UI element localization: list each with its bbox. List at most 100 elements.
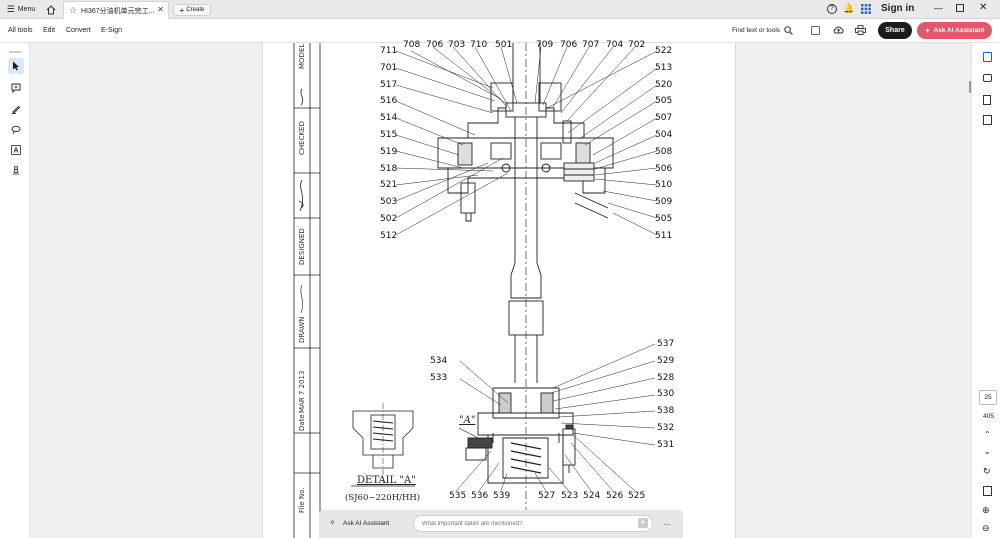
part-number-right_lower-6: 531 — [657, 439, 675, 450]
part-number-bottom_labels-7: 525 — [628, 491, 646, 501]
title-block-designed: DESIGNED — [298, 228, 306, 265]
part-number-top_labels-4: 501 — [495, 40, 513, 50]
part-number-top_labels-8: 704 — [606, 40, 624, 50]
page-number-box[interactable]: 25 — [979, 390, 997, 405]
comments-icon[interactable] — [983, 74, 992, 82]
title-block-date: Date — [298, 414, 306, 431]
part-number-left_upper-10: 502 — [380, 214, 398, 224]
part-number-left_lower-0: 534 — [430, 356, 448, 366]
home-icon — [46, 4, 56, 14]
send-icon[interactable]: ➤ — [638, 518, 648, 528]
part-number-left_upper-8: 521 — [380, 180, 398, 191]
pdf-page: MODEL CHECKED DESIGNED DRAWN Date File N… — [262, 40, 736, 538]
search-icon[interactable] — [784, 26, 793, 35]
bookmark-icon[interactable] — [983, 95, 991, 105]
part-number-bottom_labels-4: 523 — [561, 491, 579, 501]
scroll-indicator[interactable] — [969, 81, 971, 93]
part-number-bottom_labels-1: 536 — [471, 491, 489, 501]
share-button[interactable]: Share — [878, 22, 912, 39]
part-number-right_lower-4: 538 — [657, 406, 675, 417]
title-block-checked: CHECKED — [298, 121, 306, 155]
page-up-icon[interactable]: ⌃ — [984, 430, 991, 439]
part-number-left_upper-9: 503 — [380, 197, 398, 208]
part-number-right_upper-10: 505 — [655, 214, 673, 224]
part-number-right_upper-8: 510 — [655, 180, 673, 191]
select-tool-button[interactable] — [8, 58, 24, 74]
part-number-left_upper-11: 512 — [380, 230, 398, 241]
page-thumbnails-icon[interactable] — [983, 115, 992, 125]
draw-lasso-icon[interactable] — [11, 125, 21, 135]
all-tools-menu[interactable]: All tools — [8, 27, 33, 34]
part-number-left_upper-7: 518 — [380, 163, 398, 174]
left-tool-rail — [0, 43, 30, 538]
part-number-right_upper-4: 507 — [655, 113, 673, 124]
part-number-right_upper-6: 508 — [655, 146, 673, 157]
help-icon[interactable]: ? — [827, 4, 837, 14]
zoom-out-icon[interactable]: ⊖ — [982, 523, 990, 533]
document-tab[interactable]: ☆ HI367分油机单元完工... ✕ — [63, 1, 169, 19]
maximize-icon[interactable] — [956, 4, 964, 12]
part-number-top_labels-0: 708 — [403, 40, 421, 50]
star-icon[interactable]: ☆ — [69, 5, 78, 15]
right-tool-rail: 25 405 ⌃ ⌄ ↻ ⊕ ⊖ — [969, 43, 1000, 538]
ai-bar-label[interactable]: Ask AI Assistant — [343, 520, 390, 527]
part-number-top_labels-6: 706 — [560, 40, 578, 50]
apps-grid-icon[interactable] — [861, 4, 871, 14]
ai-assistant-bar: ✧ Ask AI Assistant ➤ ... — [319, 510, 683, 538]
ask-ai-assistant-button[interactable]: ✦ Ask AI Assistant — [917, 22, 992, 39]
part-number-right_lower-3: 530 — [657, 389, 675, 400]
ai-bar-more-button[interactable]: ... — [663, 517, 671, 527]
calendar-icon[interactable] — [811, 26, 820, 35]
zoom-in-icon[interactable]: ⊕ — [982, 505, 990, 515]
technical-drawing — [293, 43, 658, 538]
ai-assistant-label: Ask AI Assistant — [933, 27, 985, 34]
ai-question-input[interactable] — [413, 515, 653, 532]
title-block-date-value: MAR 7 2013 — [298, 370, 306, 413]
part-number-bottom_labels-2: 539 — [493, 491, 511, 501]
part-number-left_upper-6: 519 — [380, 146, 398, 157]
part-number-top_labels-5: 709 — [536, 40, 554, 50]
rail-grip — [9, 51, 22, 53]
document-viewport[interactable]: MODEL CHECKED DESIGNED DRAWN Date File N… — [30, 40, 971, 538]
menu-button[interactable]: ☰ Menu — [4, 3, 38, 16]
edit-menu[interactable]: Edit — [43, 27, 56, 34]
ai-bar-sparkle-icon[interactable]: ✧ — [329, 518, 336, 527]
plus-icon: + — [179, 5, 185, 15]
part-number-right_lower-1: 529 — [657, 355, 675, 366]
ai-pages-icon[interactable] — [983, 52, 992, 62]
part-number-right_upper-1: 513 — [655, 62, 673, 73]
current-page-number: 25 — [984, 394, 992, 401]
upload-cloud-icon[interactable] — [833, 25, 844, 35]
rotate-icon[interactable]: ↻ — [983, 466, 991, 476]
create-button[interactable]: + Create — [173, 4, 211, 16]
print-icon[interactable] — [855, 25, 866, 35]
close-window-icon[interactable]: ✕ — [979, 2, 988, 13]
esign-menu[interactable]: E-Sign — [101, 27, 123, 34]
highlight-pen-icon[interactable] — [11, 104, 21, 114]
bell-icon[interactable]: 🔔 — [843, 3, 855, 13]
text-box-icon[interactable] — [11, 145, 21, 155]
part-number-left_upper-4: 514 — [380, 113, 398, 124]
home-button[interactable] — [44, 3, 58, 16]
add-comment-icon[interactable] — [11, 83, 21, 93]
tab-title: HI367分油机单元完工... — [81, 8, 155, 15]
detail-a-title: DETAIL "A" — [357, 475, 416, 486]
part-number-top_labels-1: 706 — [426, 40, 444, 50]
convert-menu[interactable]: Convert — [66, 27, 91, 34]
find-text-tools[interactable]: Find text or tools — [732, 27, 781, 34]
cursor-arrow-icon — [12, 61, 19, 71]
minimize-icon[interactable]: — — [934, 3, 943, 13]
close-tab-icon[interactable]: ✕ — [157, 5, 164, 14]
page-down-icon[interactable]: ⌄ — [984, 447, 991, 456]
fit-page-icon[interactable] — [983, 486, 992, 496]
part-number-right_upper-2: 520 — [655, 79, 673, 90]
detail-a-subtitle: (SJ60~220H/HH) — [345, 493, 421, 503]
stamp-sign-icon[interactable] — [11, 165, 21, 175]
main-toolbar: All tools Edit Convert E-Sign Find text … — [0, 19, 1000, 43]
part-number-left_upper-0: 711 — [380, 46, 398, 56]
title-block-model: MODEL — [298, 43, 306, 69]
sign-in-button[interactable]: Sign in — [881, 3, 915, 14]
create-label: Create — [186, 7, 205, 13]
tab-bar: ☰ Menu ☆ HI367分油机单元完工... ✕ + Create ? 🔔 … — [0, 0, 1000, 19]
part-number-right_upper-3: 505 — [655, 96, 673, 107]
